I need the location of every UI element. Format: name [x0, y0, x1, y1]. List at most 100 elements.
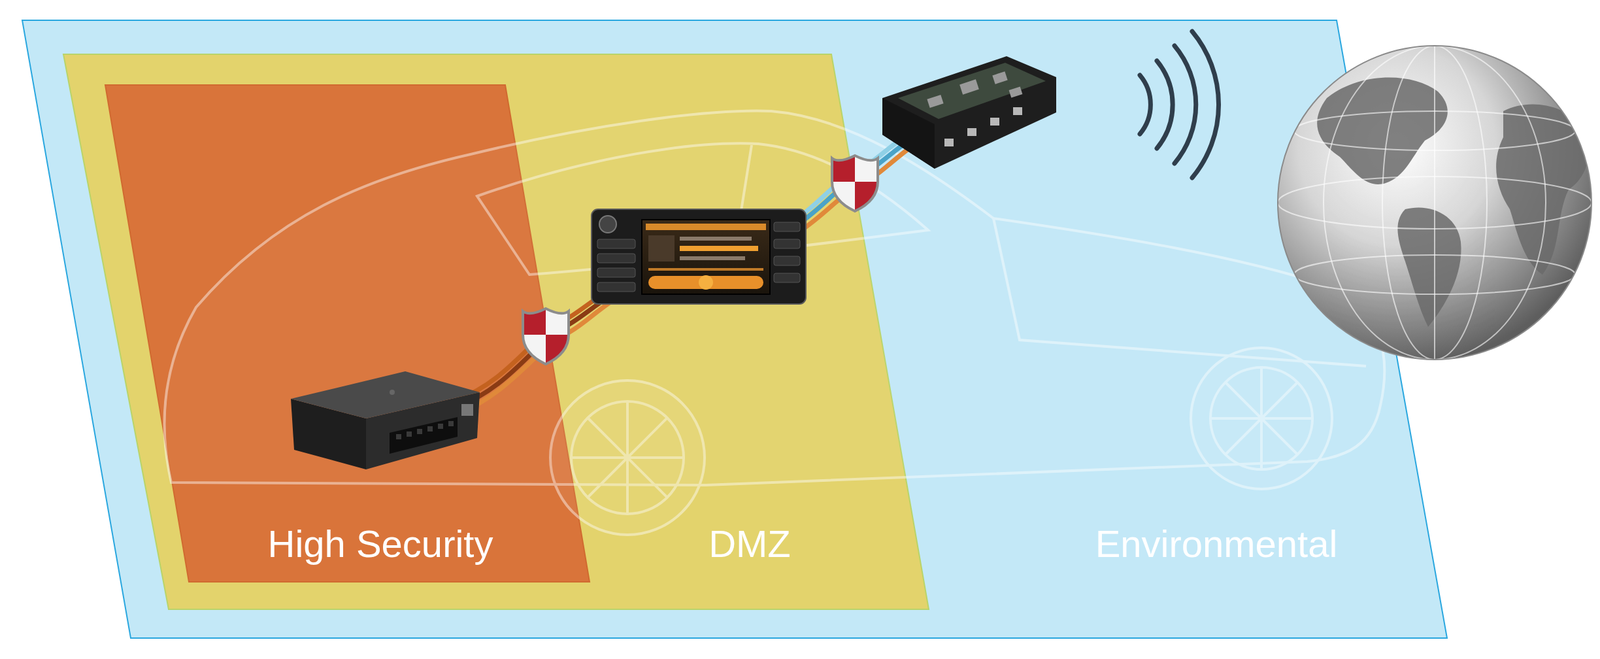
- globe-icon-part: [1277, 45, 1592, 360]
- head-unit-part: [641, 219, 770, 295]
- telematics-module-part: [898, 62, 1046, 119]
- ecu-device-part-part: [406, 431, 412, 437]
- shield-icon-part: [522, 308, 569, 365]
- head-unit-part: [648, 275, 764, 289]
- telematics-module-part: [944, 107, 1023, 147]
- shield-icon-part: [519, 301, 572, 368]
- zone-band: Environmental DMZ High Security: [22, 20, 1448, 638]
- ecu-device-part-part: [416, 428, 423, 434]
- shield-icon-part: [828, 149, 882, 215]
- car-wheel: [1190, 347, 1333, 489]
- head-unit-part: [599, 215, 617, 233]
- ecu-device-part: [461, 403, 474, 416]
- wireless-waves-part: [1139, 75, 1151, 134]
- ecu-device-part-part: [427, 426, 433, 432]
- wire-bundle-part: [798, 139, 910, 224]
- shield-icon-part-part: [519, 301, 546, 335]
- ecu-device-part: [290, 371, 480, 419]
- globe-icon-part-part: [1496, 104, 1589, 275]
- ecu-device-part-part: [448, 420, 454, 427]
- car-wheel-part: [1210, 367, 1313, 470]
- globe-icon-part-part: [1397, 207, 1461, 327]
- globe-icon-part: [1277, 45, 1592, 360]
- head-unit-part-part: [773, 239, 800, 249]
- head-unit-part-part: [597, 253, 636, 263]
- globe-icon-part-part: [1294, 254, 1576, 295]
- zone-label-holder: DMZ: [708, 522, 791, 567]
- ecu-device-part-part: [396, 433, 402, 440]
- car-wheel-part: [1190, 347, 1333, 489]
- wire-bundle-part: [458, 299, 615, 414]
- ecu-device-part: [366, 392, 480, 470]
- telematics-module: [882, 56, 1057, 169]
- shield-icon-part: [832, 155, 878, 212]
- globe-icon-part-part: [1277, 176, 1592, 229]
- globe-icon-part: [1316, 77, 1589, 327]
- telematics-module-part-part: [1013, 107, 1023, 116]
- ecu-device-part-part: [437, 423, 444, 429]
- zone-label: High Security: [267, 522, 494, 567]
- wire-bundle: [456, 291, 615, 414]
- telematics-module-part-part: [990, 117, 1000, 126]
- zone-fill: [105, 84, 590, 582]
- shield-icon: [519, 301, 572, 368]
- ecu-device-part: [290, 398, 367, 470]
- head-unit-part: [679, 236, 752, 241]
- shield-icon-part-part: [854, 181, 882, 215]
- zone-label-holder: High Security: [267, 522, 494, 567]
- globe-icon: [1277, 45, 1592, 360]
- head-unit-part: [591, 209, 806, 304]
- wire-bundle-part: [457, 295, 612, 407]
- globe-icon-part-part: [1433, 45, 1436, 360]
- head-unit-part: [679, 256, 746, 261]
- telematics-module-part-part: [1009, 86, 1023, 99]
- shield-icon-part: [522, 308, 569, 365]
- zone-label: Environmental: [1095, 522, 1338, 567]
- wireless-waves-part: [1192, 31, 1219, 178]
- telematics-module-part: [882, 98, 935, 169]
- car-silhouette-part: [164, 111, 1385, 485]
- car-wheel: [550, 380, 705, 535]
- head-unit-part: [648, 267, 764, 271]
- globe-icon-part-part: [1294, 111, 1576, 151]
- telematics-module-part: [926, 71, 1023, 108]
- ecu-device-part: [396, 420, 454, 440]
- wireless-waves-part: [1174, 45, 1197, 164]
- ecu-device: [290, 371, 480, 470]
- car-silhouette-part: [477, 143, 929, 275]
- car-wheel-part: [571, 401, 684, 514]
- head-unit-part: [597, 222, 800, 292]
- head-unit: [591, 209, 806, 304]
- zone-fill: [63, 54, 929, 610]
- wireless-waves: [1139, 31, 1219, 178]
- car-wheel-part: [571, 401, 684, 514]
- zone-outline: [105, 84, 590, 582]
- head-unit-part-part: [597, 282, 636, 292]
- head-unit-part-part: [773, 222, 800, 232]
- telematics-module-part-part: [992, 71, 1008, 84]
- shield-icon-part: [832, 155, 878, 212]
- globe-icon-part-part: [1323, 45, 1546, 360]
- car-wheel-part: [550, 380, 705, 535]
- wire-bundle: [797, 134, 914, 231]
- globe-icon-part-part: [1316, 77, 1448, 185]
- globe-icon-part: [1277, 45, 1592, 360]
- head-unit-part-part: [773, 256, 800, 266]
- shield-icon: [828, 149, 882, 215]
- head-unit-part-part: [773, 273, 800, 283]
- telematics-module-part-part: [944, 138, 954, 147]
- car-wheel-part: [1210, 367, 1313, 470]
- head-unit-part: [645, 223, 767, 231]
- head-unit-part: [698, 275, 714, 290]
- zone-band: High Security: [105, 84, 590, 582]
- wire-bundle-part: [797, 134, 908, 219]
- head-unit-part: [648, 235, 675, 262]
- shield-icon-part-part: [828, 149, 855, 182]
- telematics-module-part: [882, 56, 1057, 169]
- ecu-device-part: [389, 389, 395, 395]
- zone-label-holder: Environmental: [1095, 522, 1338, 567]
- shield-icon-part-part: [545, 334, 572, 368]
- zone-band: DMZ High Security: [63, 54, 929, 610]
